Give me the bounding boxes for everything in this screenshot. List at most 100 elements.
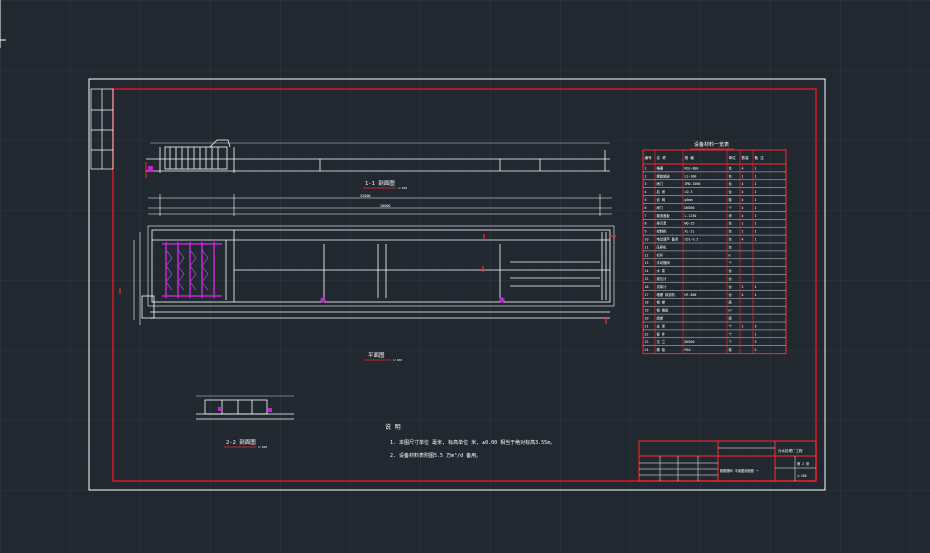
equipment-table-title: 设备材料一览表 — [694, 141, 729, 148]
table-cell: 11 — [645, 245, 649, 249]
table-cell: 2 — [742, 285, 744, 289]
table-cell: 1 — [742, 230, 744, 234]
title-block-lines — [639, 447, 816, 481]
table-cell: 台 — [729, 221, 733, 226]
plan-view-scale: 1:100 — [393, 358, 402, 362]
table-cell: 流量计 — [657, 284, 668, 289]
binding-margin-block — [90, 88, 114, 170]
sheet-outer-frame — [88, 78, 826, 491]
table-cell: 13 — [645, 261, 649, 265]
table-cell: 6 — [645, 206, 647, 210]
table-cell: DN300 — [685, 206, 695, 210]
table-cell: 1 — [755, 230, 757, 234]
table-cell: 16 — [645, 285, 649, 289]
table-cell: 台 — [729, 173, 733, 178]
table-cell: 手动蝶阀 — [657, 260, 670, 265]
table-cell: m² — [729, 309, 733, 313]
plan-main-dimension: 28000 — [380, 204, 391, 208]
table-header-cell: 名 称 — [657, 155, 667, 160]
table-cell: 17 — [645, 293, 649, 297]
table-cell: 1 — [755, 222, 757, 226]
table-cell: 4 — [645, 190, 647, 194]
table-cell: 滤 网 — [657, 197, 666, 202]
table-cell: 4 — [742, 182, 744, 186]
table-cell: 1 — [755, 238, 757, 242]
table-cell: 台 — [729, 244, 733, 249]
table-cell: CD1-0.5 — [685, 238, 699, 242]
table-cell: 4 — [742, 293, 744, 297]
table-cell: LQ-3 — [685, 190, 693, 194]
plan-screen-channels — [162, 242, 222, 298]
sheet-inner-border — [112, 88, 817, 482]
table-cell: 1 — [755, 285, 757, 289]
table-cell: 3 — [755, 340, 757, 344]
table-cell: 1 — [755, 332, 757, 336]
table-cell: 1 — [755, 182, 757, 186]
table-cell: WQ-25 — [685, 222, 695, 226]
table-cell: 4 — [742, 206, 744, 210]
table-cell: 4 — [742, 190, 744, 194]
table-cell: 块 — [729, 213, 733, 218]
table-cell: 栏杆 — [657, 252, 664, 257]
table-cell: 格栅 — [657, 165, 664, 170]
table-cell: 个 — [729, 339, 733, 344]
table-cell: 18 — [645, 301, 649, 305]
table-cell: 台 — [729, 229, 733, 234]
title-block-scale: 1:100 — [797, 474, 807, 478]
section-2-2-label: 2-2 剖面图 — [226, 438, 256, 446]
table-header-cell: 规 格 — [685, 155, 695, 160]
title-block-drawing-name: 粗格栅间 平面图剖面图 一 — [720, 468, 760, 473]
table-cell: 10 — [645, 238, 649, 242]
plan-view-drawing[interactable] — [141, 225, 615, 319]
table-cell: 个 — [729, 260, 733, 265]
table-cell: 控制柜 — [657, 229, 668, 234]
table-cell: φ3mm — [685, 198, 693, 202]
table-cell: 台 — [729, 276, 733, 281]
table-cell: 20 — [645, 317, 649, 321]
table-cell: 1 — [755, 293, 757, 297]
table-cell: 2 — [645, 174, 647, 178]
table-cell: 台 — [729, 268, 733, 273]
table-header-cell: 备 注 — [755, 155, 765, 160]
table-cell: 4 — [742, 238, 744, 242]
table-cell: 个 — [729, 205, 733, 210]
plan-dimension-lines — [133, 194, 612, 325]
table-cell: 4 — [742, 214, 744, 218]
table-cell: 液位计 — [657, 276, 668, 281]
table-cell: 1 — [755, 214, 757, 218]
table-cell: XL-21 — [685, 230, 695, 234]
notes-line-1: 1. 本图尺寸单位 毫米, 标高单位 米, ±0.00 相当于绝对标高3.55m… — [390, 439, 555, 446]
table-cell: 渠道盖板 — [657, 213, 671, 218]
section-2-2-drawing[interactable] — [196, 395, 294, 420]
table-cell: 台 — [729, 181, 733, 186]
section-1-1-markers — [145, 162, 153, 178]
table-cell: 1 — [755, 190, 757, 194]
table-header-cell: 数量 — [742, 155, 750, 160]
section-1-1-scale: 1:100 — [398, 186, 407, 190]
table-cell: 4 — [742, 166, 744, 170]
plan-markers — [119, 234, 616, 324]
table-cell: 5 — [645, 198, 647, 202]
table-cell: 台 — [729, 189, 733, 194]
title-block[interactable] — [638, 440, 817, 482]
table-cell: 钢 梯 — [657, 300, 666, 305]
table-cell: 1 — [645, 166, 647, 170]
table-cell: ZMQ-1000 — [685, 182, 701, 186]
table-cell: m — [729, 253, 731, 257]
table-cell: 1 — [755, 206, 757, 210]
section-1-1-drawing[interactable] — [146, 139, 610, 173]
table-cell: 阀门 — [657, 205, 664, 210]
table-cell: RGS-800 — [685, 166, 699, 170]
table-cell: 14 — [645, 269, 649, 273]
plan-total-dimension: 32000 — [360, 194, 371, 198]
table-cell: 9 — [645, 230, 647, 234]
table-cell: 闸门 — [657, 181, 664, 186]
table-cell: 螺 栓 — [657, 347, 666, 352]
notes-title: 说 明 — [385, 423, 401, 431]
section-2-2-markers — [218, 407, 272, 412]
table-cell: 水 泵 — [657, 268, 666, 273]
